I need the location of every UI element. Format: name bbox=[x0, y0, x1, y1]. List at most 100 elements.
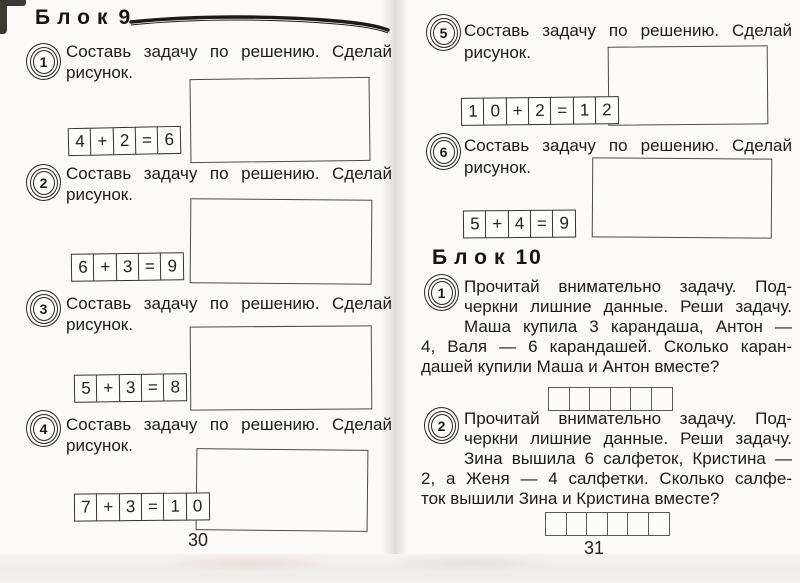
scan-bottom-edge bbox=[0, 554, 800, 583]
equation-cell: 8 bbox=[163, 373, 188, 402]
task4-equation: 7 + 3 = 1 0 bbox=[73, 492, 210, 522]
equation-cell: 2 bbox=[112, 126, 137, 156]
b10-task2-line1: Прочитай внимательно задачу. Под- bbox=[464, 409, 792, 428]
equation-cell: 0 bbox=[185, 492, 210, 521]
task2-instruction-line1: Составь задачу по решению. Сделай bbox=[66, 164, 392, 183]
task5-drawing-box bbox=[607, 45, 769, 126]
task1-instruction-line2: рисунок. bbox=[66, 63, 133, 82]
equation-cell: 7 bbox=[73, 493, 99, 522]
equation-cell: 1 bbox=[572, 96, 597, 125]
block-header-label: Блок bbox=[432, 246, 512, 269]
equation-cell: + bbox=[93, 253, 118, 282]
task5-badge: 5 bbox=[426, 14, 461, 51]
equation-cell: 3 bbox=[115, 252, 140, 282]
b10-task2-answer-strip bbox=[545, 512, 671, 536]
block10-task2-badge: 2 bbox=[424, 407, 459, 444]
equation-cell: + bbox=[505, 97, 530, 126]
equation-cell: 6 bbox=[70, 253, 96, 282]
b10-task2-line2: черкни лишние данные. Реши задачу. bbox=[464, 429, 792, 448]
task6-number: 6 bbox=[432, 139, 455, 164]
task5-instruction-line2: рисунок. bbox=[464, 43, 531, 62]
scan-corner-artifact bbox=[0, 0, 26, 6]
task5-instruction-line1: Составь задачу по решению. Сделай bbox=[464, 21, 792, 40]
answer-cell bbox=[568, 387, 591, 411]
scan-corner-artifact bbox=[0, 0, 7, 34]
b10-task1-line1: Прочитай внимательно задачу. Под- bbox=[464, 277, 792, 296]
task2-drawing-box bbox=[189, 198, 373, 285]
task3-equation: 5 + 3 = 8 bbox=[73, 373, 188, 403]
equation-cell: 6 bbox=[156, 125, 182, 155]
equation-cell: 1 bbox=[163, 492, 188, 521]
equation-cell: = bbox=[550, 96, 575, 125]
answer-cell bbox=[606, 512, 629, 536]
task6-instruction-line1: Составь задачу по решению. Сделай bbox=[464, 136, 792, 155]
block10-task1-number: 1 bbox=[430, 280, 453, 305]
task6-drawing-box bbox=[591, 157, 773, 239]
task3-instruction-line1: Составь задачу по решению. Сделай bbox=[66, 294, 392, 313]
task4-instruction-line2: рисунок. bbox=[66, 436, 133, 455]
b10-task1-answer-strip bbox=[548, 387, 674, 411]
equation-cell: = bbox=[137, 252, 163, 281]
equation-cell: + bbox=[96, 374, 121, 403]
answer-cell bbox=[630, 387, 653, 411]
b10-task2-line4: 2, а Женя — 4 салфетки. Сколько салфе- bbox=[421, 469, 792, 488]
equation-cell: 2 bbox=[594, 96, 620, 125]
task2-instruction-line2: рисунок. bbox=[66, 185, 133, 204]
equation-cell: = bbox=[140, 373, 166, 402]
task5-equation: 1 0 + 2 = 1 2 bbox=[460, 96, 620, 126]
answer-cell bbox=[545, 512, 567, 536]
b10-task1-line3: Маша купила 3 карандаша, Антон — bbox=[464, 317, 792, 336]
answer-cell bbox=[548, 387, 570, 411]
task6-instruction-line2: рисунок. bbox=[464, 158, 531, 177]
b10-task1-line4: 4, Валя — 6 карандашей. Сколько каран- bbox=[421, 337, 792, 356]
answer-cell bbox=[609, 387, 632, 411]
task1-badge-ring: 1 bbox=[29, 46, 58, 77]
block10-task1-badge: 1 bbox=[424, 274, 459, 311]
block10-task1-badge-ring: 1 bbox=[427, 277, 456, 308]
task2-badge-ring: 2 bbox=[29, 167, 58, 198]
task1-instruction-line1: Составь задачу по решению. Сделай bbox=[66, 42, 392, 61]
equation-cell: 5 bbox=[462, 210, 488, 239]
equation-cell: + bbox=[96, 493, 121, 522]
task2-equation: 6 + 3 = 9 bbox=[70, 252, 185, 282]
equation-cell: 1 bbox=[460, 97, 486, 126]
equation-cell: 5 bbox=[73, 374, 99, 403]
task1-equation: 4 + 2 = 6 bbox=[67, 125, 182, 157]
equation-cell: = bbox=[529, 209, 555, 238]
block10-task2-badge-ring: 2 bbox=[427, 410, 456, 441]
task6-badge-ring: 6 bbox=[429, 136, 458, 167]
task1-number: 1 bbox=[32, 49, 55, 74]
equation-cell: + bbox=[485, 210, 510, 239]
equation-cell: + bbox=[90, 127, 115, 156]
block10-task2-number: 2 bbox=[430, 413, 453, 438]
task4-drawing-box bbox=[195, 448, 369, 532]
task4-badge-ring: 4 bbox=[29, 413, 58, 444]
task2-badge: 2 bbox=[26, 164, 61, 201]
b10-task2-line5: ток вышили Зина и Кристина вместе? bbox=[421, 489, 720, 508]
equation-cell: 3 bbox=[118, 492, 143, 522]
equation-cell: 4 bbox=[67, 127, 93, 157]
page-number-left: 30 bbox=[188, 530, 209, 550]
b10-task2-line3: Зина вышила 6 салфеток, Кристина — bbox=[464, 449, 792, 468]
equation-cell: 3 bbox=[118, 373, 143, 403]
page-number-right: 31 bbox=[584, 538, 605, 558]
header-underline-rule bbox=[129, 15, 390, 34]
equation-cell: 9 bbox=[552, 209, 577, 238]
task3-number: 3 bbox=[32, 296, 55, 321]
task4-number: 4 bbox=[32, 416, 55, 441]
gutter-shadow bbox=[382, 0, 408, 583]
b10-task1-line2: черкни лишние данные. Реши задачу. bbox=[464, 297, 792, 316]
task1-drawing-box bbox=[189, 76, 371, 164]
equation-cell: 9 bbox=[160, 252, 185, 281]
task3-badge: 3 bbox=[26, 290, 61, 327]
task6-badge: 6 bbox=[426, 133, 461, 170]
block-header-label: Блок bbox=[35, 6, 115, 29]
task4-badge: 4 bbox=[26, 410, 61, 447]
equation-cell: 0 bbox=[483, 97, 508, 126]
equation-cell: 4 bbox=[507, 209, 532, 239]
equation-cell: 2 bbox=[527, 96, 553, 126]
task6-equation: 5 + 4 = 9 bbox=[462, 209, 577, 239]
